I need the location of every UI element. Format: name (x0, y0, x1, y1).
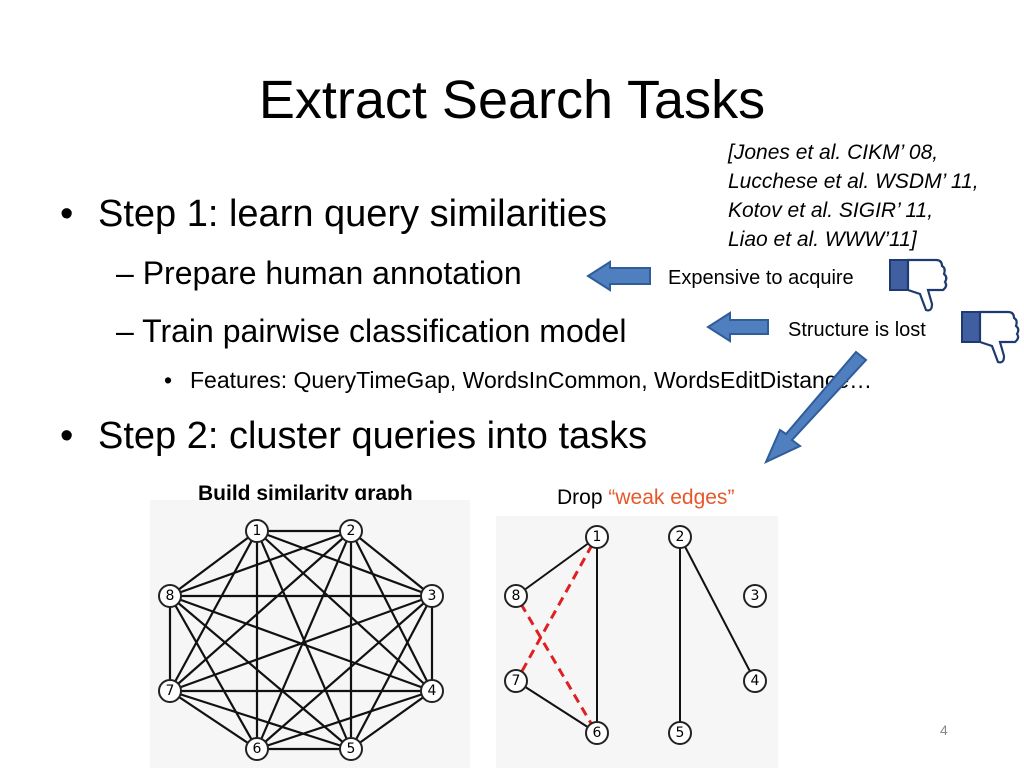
graph-edge (256, 595, 433, 750)
graph-edge (169, 530, 352, 692)
graph-node-label: 3 (428, 588, 437, 604)
figure-right-bg (496, 516, 778, 768)
bullet-prepare-text: Prepare human annotation (142, 255, 522, 291)
graph-edge (169, 595, 258, 750)
graph-node: 3 (743, 584, 767, 608)
bullet-step1: • Step 1: learn query similarities (60, 192, 607, 236)
graph-node: 5 (668, 721, 692, 745)
graph-edge (350, 530, 433, 597)
graph-node: 1 (585, 525, 609, 549)
graph-edge (169, 595, 352, 750)
graph-node-label: 3 (751, 588, 760, 604)
graph-edge (350, 690, 433, 750)
graph-node: 5 (339, 737, 363, 761)
reference-line: Lucchese et al. WSDM’ 11, (728, 170, 979, 193)
left-arrow-icon (586, 260, 651, 292)
graph-node-label: 5 (676, 725, 685, 741)
left-arrow-icon (706, 311, 769, 343)
graph-node-label: 8 (166, 588, 175, 604)
graph-node: 1 (245, 519, 269, 543)
graph-node-label: 2 (347, 523, 356, 539)
pruned-graph-edges (515, 536, 756, 734)
graph-node: 7 (504, 669, 528, 693)
reference-line: Liao et al. WWW’11] (728, 228, 917, 251)
graph-edge (169, 689, 352, 751)
graph-edge (169, 530, 258, 597)
graph-node: 6 (585, 721, 609, 745)
graph-node: 2 (339, 519, 363, 543)
references: [Jones et al. CIKM’ 08, Lucchese et al. … (728, 138, 979, 254)
graph-edge (256, 529, 433, 598)
graph-node-label: 6 (593, 725, 602, 741)
graph-node-label: 7 (512, 673, 521, 689)
graph-node-label: 7 (166, 683, 175, 699)
weak-edges (519, 544, 594, 726)
close-quote: ” (727, 486, 735, 509)
figure-left-label: Build similarity graph (198, 482, 413, 505)
bullet-features-text: Features: QueryTimeGap, WordsInCommon, W… (190, 367, 873, 393)
dash-marker: – (116, 255, 134, 291)
bullet-step2-text: Step 2: cluster queries into tasks (98, 415, 648, 457)
weak-edges-highlight: weak edges (615, 486, 728, 509)
diagonal-arrow-icon (764, 350, 868, 465)
graph-node: 4 (420, 679, 444, 703)
graph-node: 3 (420, 584, 444, 608)
pruned-graph-nodes: 1 2 3 4 5 6 7 8 (504, 525, 767, 745)
graph-node: 4 (743, 669, 767, 693)
bullet-prepare: – Prepare human annotation (116, 254, 522, 292)
thumbs-down-icon (961, 310, 1020, 364)
reference-line: Kotov et al. SIGIR’ 11, (728, 199, 934, 222)
graph-edge (255, 530, 353, 750)
dash-marker: – (116, 313, 134, 349)
similarity-graph-edges (168, 529, 434, 751)
figure-right-label: Drop “weak edges” (557, 486, 734, 510)
bullet-train-text: Train pairwise classification model (142, 313, 627, 349)
bullet-train: – Train pairwise classification model (116, 312, 626, 350)
note-expensive: Expensive to acquire (668, 267, 854, 289)
note-structure: Structure is lost (788, 319, 926, 341)
graph-edge (169, 690, 258, 750)
slide-title: Extract Search Tasks (258, 70, 766, 130)
graph-node: 8 (504, 584, 528, 608)
bullet-marker: • (164, 367, 173, 393)
graph-edge (169, 594, 433, 693)
figure-right-label-prefix: Drop (557, 486, 609, 509)
bullet-marker: • (60, 193, 74, 235)
graph-node: 8 (158, 584, 182, 608)
graph-edge (169, 529, 352, 598)
thumbs-down-icon (889, 258, 948, 312)
bullet-step2: • Step 2: cluster queries into tasks (60, 414, 647, 458)
graph-edge (256, 530, 433, 692)
graph-node-label: 2 (676, 529, 685, 545)
open-quote: “ (608, 486, 616, 509)
graph-node: 6 (245, 737, 269, 761)
graph-node-label: 4 (751, 673, 760, 689)
graph-node-label: 1 (253, 523, 262, 539)
bullet-marker: • (60, 415, 74, 457)
graph-node-label: 4 (428, 683, 437, 699)
graph-node-label: 1 (593, 529, 602, 545)
similarity-graph-nodes: 1 2 3 4 5 6 7 8 (158, 519, 444, 761)
figure-left-bg (150, 500, 470, 768)
graph-node-label: 5 (347, 741, 356, 757)
graph-edge (350, 595, 433, 750)
graph-edge (256, 689, 433, 751)
graph-node: 2 (668, 525, 692, 549)
page-number: 4 (940, 722, 948, 738)
graph-node-label: 8 (512, 588, 521, 604)
bullet-step1-text: Step 1: learn query similarities (98, 193, 607, 235)
graph-node: 7 (158, 679, 182, 703)
graph-node-label: 6 (253, 741, 262, 757)
bullet-features: • Features: QueryTimeGap, WordsInCommon, … (164, 366, 872, 394)
reference-line: [Jones et al. CIKM’ 08, (728, 141, 939, 164)
